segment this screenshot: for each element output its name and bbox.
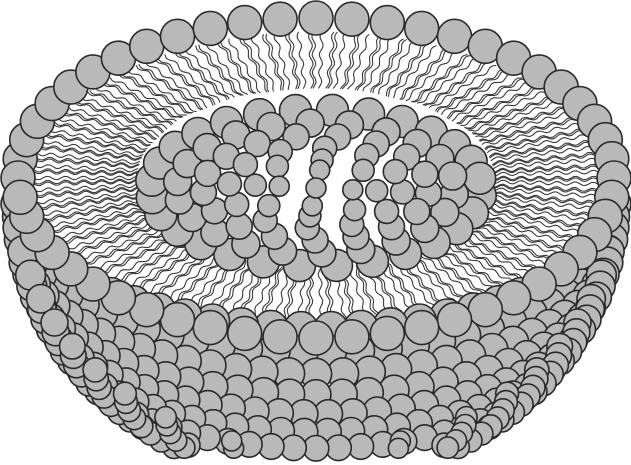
inner-leaflet-head bbox=[383, 160, 407, 184]
inner-leaflet-head bbox=[233, 153, 257, 177]
outer-rim-head bbox=[161, 303, 195, 337]
outer-rim-head bbox=[468, 293, 502, 327]
outer-shell-head bbox=[437, 437, 458, 458]
outer-rim-head bbox=[299, 1, 333, 35]
lipid-tail bbox=[333, 33, 345, 88]
lipid-tail bbox=[54, 124, 150, 146]
lipid-tail bbox=[263, 35, 282, 91]
outer-rim-head bbox=[228, 316, 262, 350]
outer-rim-head bbox=[335, 2, 369, 36]
outer-rim-head bbox=[263, 320, 297, 354]
lipid-tail bbox=[429, 66, 495, 108]
lipid-tail bbox=[373, 40, 406, 93]
lipid-tail bbox=[449, 79, 524, 118]
outer-shell-head bbox=[155, 407, 176, 428]
lipid-tail bbox=[483, 210, 579, 232]
inner-leaflet-head bbox=[375, 199, 399, 223]
inner-leaflet-head bbox=[217, 172, 241, 196]
outer-shell-head bbox=[41, 309, 68, 336]
lipid-tail bbox=[312, 32, 316, 88]
lipid-tail bbox=[452, 83, 529, 121]
inner-leaflet-heads-layer bbox=[136, 94, 496, 281]
lipid-tail bbox=[54, 212, 150, 233]
outer-shell-head bbox=[114, 382, 137, 405]
outer-rim-head bbox=[335, 320, 369, 354]
inner-leaflet-head bbox=[226, 213, 252, 239]
outer-rim-head bbox=[130, 29, 164, 63]
outer-rim-head bbox=[228, 6, 262, 40]
outer-rim-head bbox=[438, 303, 472, 337]
lipid-tail bbox=[218, 41, 254, 93]
inner-leaflet-head bbox=[352, 159, 374, 181]
inner-leaflet-head bbox=[310, 160, 330, 180]
outer-rim-head bbox=[405, 11, 439, 45]
inner-leaflet-head bbox=[306, 178, 326, 198]
lipid-tail bbox=[81, 97, 167, 129]
lipid-tail bbox=[69, 108, 159, 137]
inner-leaflet-head bbox=[366, 180, 388, 202]
lipid-tail bbox=[413, 56, 470, 102]
lipid-tail bbox=[240, 37, 267, 92]
inner-leaflet-head bbox=[343, 180, 363, 200]
inner-leaflet-head bbox=[464, 162, 496, 194]
outer-shell-head bbox=[83, 358, 107, 382]
lipid-tail bbox=[297, 32, 306, 88]
lipid-tail bbox=[326, 32, 334, 88]
lipid-tail bbox=[480, 213, 574, 237]
lipid-tail bbox=[289, 33, 300, 89]
outer-shell-head bbox=[222, 431, 242, 451]
inner-leaflet-head bbox=[269, 176, 289, 196]
lipid-tail bbox=[69, 222, 160, 249]
lipid-tail bbox=[400, 49, 447, 100]
outer-rim-head bbox=[193, 11, 227, 45]
lipid-tail bbox=[417, 58, 477, 103]
outer-rim-head bbox=[370, 6, 404, 40]
inner-leaflet-head bbox=[344, 199, 366, 221]
outer-rim-head bbox=[438, 19, 472, 53]
inner-leaflet-head bbox=[244, 174, 266, 196]
inner-leaflet-head bbox=[266, 155, 288, 177]
lipid-tail bbox=[355, 36, 380, 90]
outer-rim-head bbox=[405, 311, 439, 345]
outer-rim-head bbox=[370, 316, 404, 350]
inner-leaflet-head bbox=[302, 196, 322, 216]
lipid-tail bbox=[461, 231, 544, 264]
lipid-tail bbox=[470, 223, 558, 253]
inner-leaflet-head bbox=[258, 195, 280, 217]
lipid-tail bbox=[178, 51, 229, 99]
outer-rim-head bbox=[3, 180, 37, 214]
inner-leaflet-head bbox=[412, 161, 438, 187]
outer-shell-head bbox=[60, 333, 86, 359]
lipid-tail bbox=[495, 176, 598, 180]
outer-shell-head bbox=[388, 438, 408, 458]
outer-rim-head bbox=[161, 19, 195, 53]
outer-rim-head bbox=[299, 321, 333, 355]
outer-rim-head bbox=[193, 311, 227, 345]
lipid-tail bbox=[319, 32, 323, 88]
inner-leaflet-head bbox=[439, 162, 467, 190]
lipid-tail bbox=[343, 34, 361, 89]
lipid-tail bbox=[207, 43, 248, 94]
outer-rim-head bbox=[263, 2, 297, 36]
